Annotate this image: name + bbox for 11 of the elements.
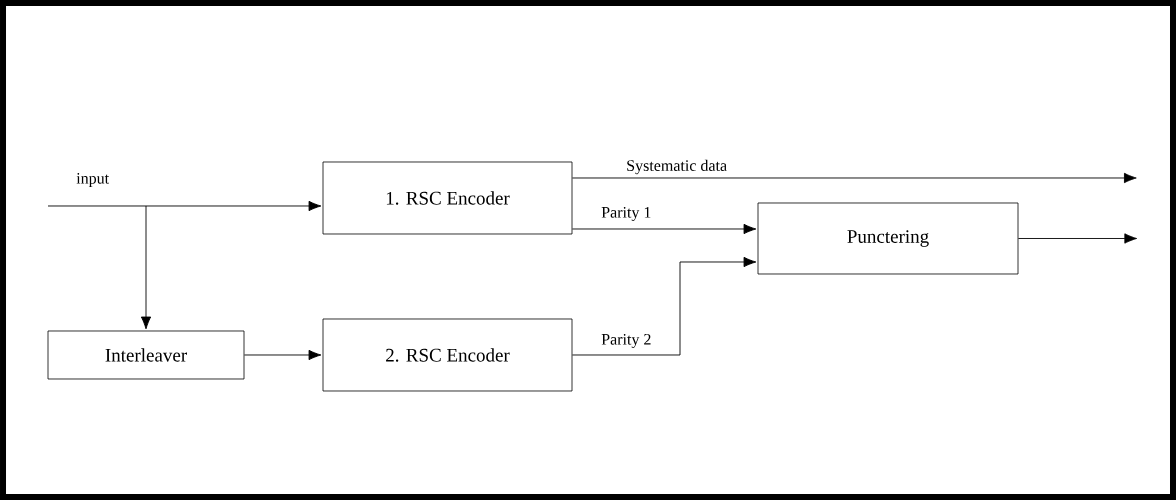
process-box: Interleaver [47, 330, 245, 380]
arrow [1017, 233, 1138, 244]
arrow [571, 172, 1137, 184]
process-box: 1. RSC Encoder [322, 161, 573, 235]
arrow [243, 349, 322, 361]
process-box: Punctering [757, 202, 1019, 275]
arrow [571, 256, 757, 356]
arrow [571, 223, 757, 235]
arrow [140, 205, 152, 330]
arrow [47, 200, 322, 212]
process-box: 2. RSC Encoder [322, 318, 573, 392]
